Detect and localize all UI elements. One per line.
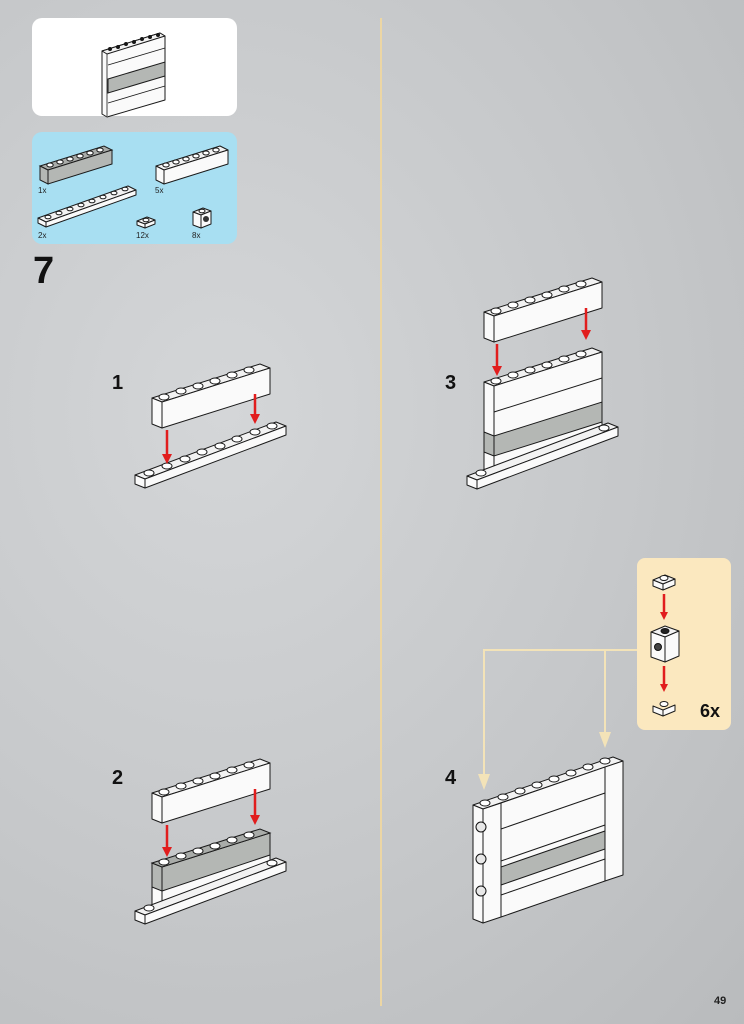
part-white-plate-1x8 xyxy=(37,185,137,228)
model-preview-box xyxy=(32,18,237,118)
part-white-plate-1x1 xyxy=(136,216,156,229)
model-preview-illustration xyxy=(101,32,166,118)
substep-2-illustration xyxy=(134,758,287,925)
sub-assembly-callout xyxy=(637,558,731,730)
substep-3-illustration xyxy=(466,277,619,490)
step-number: 7 xyxy=(33,250,55,292)
page-divider xyxy=(380,18,382,1006)
part-qty: 12x xyxy=(136,231,149,240)
substep-label: 1 xyxy=(112,372,124,394)
part-technic-brick-1x1 xyxy=(192,207,212,229)
substep-label: 4 xyxy=(445,767,457,789)
page-number: 49 xyxy=(714,995,727,1007)
substep-1-illustration xyxy=(134,363,287,489)
substep-4-illustration xyxy=(472,756,624,924)
part-qty: 1x xyxy=(38,186,47,195)
substep-label: 2 xyxy=(112,767,124,789)
part-qty: 5x xyxy=(155,186,164,195)
callout-quantity: 6x xyxy=(700,701,721,721)
part-qty: 2x xyxy=(38,231,47,240)
part-qty: 8x xyxy=(192,231,201,240)
parts-list-box: 1x 5x 2x 12x 8x xyxy=(32,132,237,244)
part-gray-brick-1x6 xyxy=(38,145,114,185)
substep-label: 3 xyxy=(445,372,457,394)
callout-illustration xyxy=(650,574,680,717)
part-white-brick-1x6 xyxy=(155,145,229,185)
